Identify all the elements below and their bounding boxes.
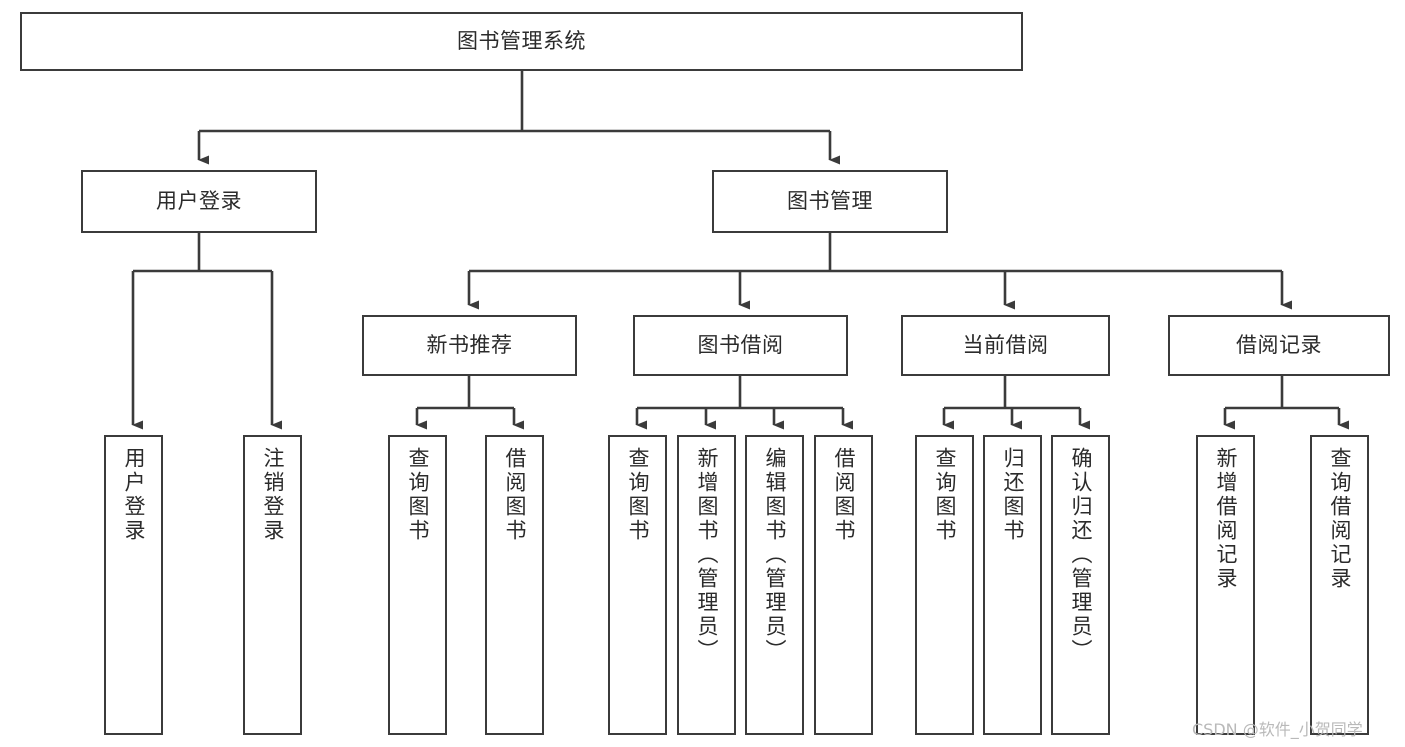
node-leaf-edit-book[interactable]: 编辑图书（管理员） <box>745 435 804 735</box>
node-leaf-confirm-return[interactable]: 确认归还（管理员） <box>1051 435 1110 735</box>
node-leaf-return-book[interactable]: 归还图书 <box>983 435 1042 735</box>
node-leaf-user-login-label: 用户登录 <box>122 447 146 543</box>
node-leaf-return-book-label: 归还图书 <box>1001 447 1025 543</box>
node-borrow-record-label: 借阅记录 <box>1236 332 1322 357</box>
node-leaf-query-book-3-label: 查询图书 <box>933 447 957 543</box>
node-book-borrow[interactable]: 图书借阅 <box>633 315 848 376</box>
node-root-system-label: 图书管理系统 <box>457 28 586 53</box>
node-book-management[interactable]: 图书管理 <box>712 170 948 233</box>
node-current-borrow[interactable]: 当前借阅 <box>901 315 1110 376</box>
node-new-book-recommend[interactable]: 新书推荐 <box>362 315 577 376</box>
node-leaf-borrow-book-1-label: 借阅图书 <box>503 447 527 543</box>
node-leaf-logout-login[interactable]: 注销登录 <box>243 435 302 735</box>
node-root-system[interactable]: 图书管理系统 <box>20 12 1023 71</box>
node-leaf-add-record-label: 新增借阅记录 <box>1214 447 1238 591</box>
node-current-borrow-label: 当前借阅 <box>962 332 1049 357</box>
node-leaf-query-record[interactable]: 查询借阅记录 <box>1310 435 1369 735</box>
node-leaf-user-login[interactable]: 用户登录 <box>104 435 163 735</box>
node-leaf-borrow-book-1[interactable]: 借阅图书 <box>485 435 544 735</box>
node-book-management-label: 图书管理 <box>787 188 873 213</box>
node-leaf-query-book-3[interactable]: 查询图书 <box>915 435 974 735</box>
node-user-login[interactable]: 用户登录 <box>81 170 317 233</box>
csdn-watermark: CSDN @软件_小贺同学 <box>1192 720 1363 739</box>
node-leaf-add-record[interactable]: 新增借阅记录 <box>1196 435 1255 735</box>
node-leaf-query-book-2-label: 查询图书 <box>626 447 650 543</box>
node-leaf-query-book-2[interactable]: 查询图书 <box>608 435 667 735</box>
node-leaf-query-book-1-label: 查询图书 <box>406 447 430 543</box>
node-user-login-label: 用户登录 <box>156 188 242 213</box>
node-book-borrow-label: 图书借阅 <box>697 332 784 357</box>
node-leaf-add-book-label: 新增图书（管理员） <box>695 447 719 663</box>
node-leaf-borrow-book-2-label: 借阅图书 <box>832 447 856 543</box>
node-leaf-logout-login-label: 注销登录 <box>261 447 285 543</box>
node-new-book-recommend-label: 新书推荐 <box>426 332 513 357</box>
node-leaf-edit-book-label: 编辑图书（管理员） <box>763 447 787 663</box>
node-leaf-confirm-return-label: 确认归还（管理员） <box>1069 447 1093 663</box>
node-leaf-query-book-1[interactable]: 查询图书 <box>388 435 447 735</box>
node-leaf-add-book[interactable]: 新增图书（管理员） <box>677 435 736 735</box>
node-leaf-borrow-book-2[interactable]: 借阅图书 <box>814 435 873 735</box>
node-borrow-record[interactable]: 借阅记录 <box>1168 315 1390 376</box>
node-leaf-query-record-label: 查询借阅记录 <box>1328 447 1352 591</box>
